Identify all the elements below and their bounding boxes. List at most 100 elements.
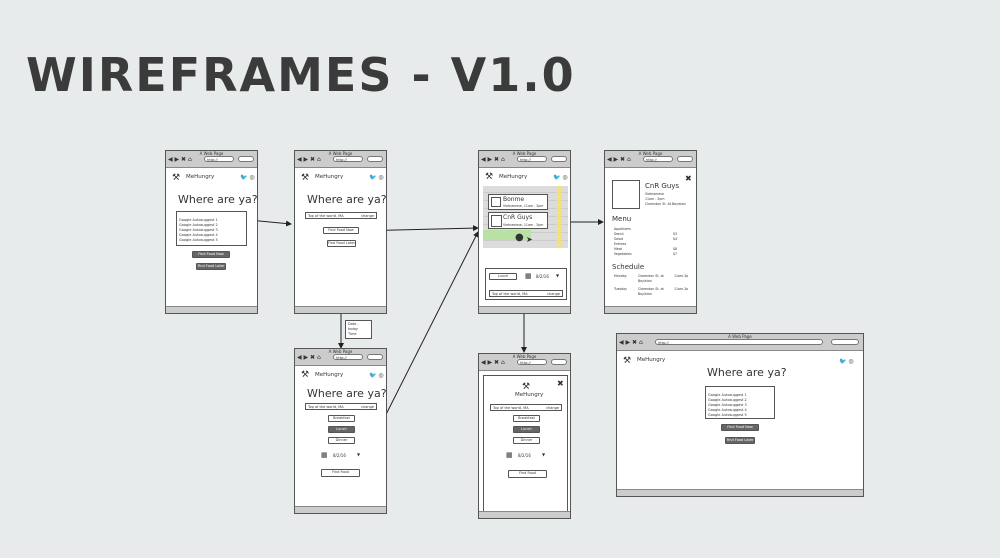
url-field[interactable]: http://: [655, 339, 823, 345]
heading: Where are ya?: [307, 193, 387, 206]
url-field[interactable]: http://: [204, 156, 234, 162]
search-pill[interactable]: [677, 156, 693, 162]
url-field[interactable]: http://: [333, 354, 363, 360]
result-image-placeholder: [491, 197, 501, 207]
logo-icon: ⚒: [485, 172, 494, 182]
social-icons[interactable]: 🐦 ◎: [553, 174, 568, 181]
date-value[interactable]: 8/2/16: [333, 453, 346, 458]
lunch-button[interactable]: Lunch: [513, 426, 540, 433]
heading: Where are ya?: [307, 387, 387, 400]
window-title: A Web Page: [328, 349, 353, 354]
status-bar: [479, 306, 570, 313]
search-pill[interactable]: [238, 156, 254, 162]
list-item[interactable]: Google Autosuggest 3: [179, 228, 218, 232]
url-field[interactable]: http://: [333, 156, 363, 162]
list-item[interactable]: Google Autosuggest 2: [708, 398, 747, 402]
calendar-icon[interactable]: ▦: [506, 451, 513, 459]
calendar-icon[interactable]: ▦: [321, 451, 328, 459]
wireframe-meal-select: A Web Page ◀ ▶ ✖ ⌂ http:// ⚒ MeHungry 🐦 …: [294, 348, 387, 514]
nav-icons[interactable]: ◀ ▶ ✖ ⌂: [297, 354, 321, 361]
social-icons[interactable]: 🐦 ◎: [369, 372, 384, 379]
search-pill[interactable]: [831, 339, 859, 345]
lunch-button[interactable]: Lunch: [328, 426, 355, 433]
logo-icon: ⚒: [623, 356, 632, 366]
list-item[interactable]: Google Autosuggest 1: [179, 218, 218, 222]
location-value: Top of the world, MA: [492, 292, 528, 296]
menu-price: $7: [673, 252, 678, 256]
search-pill[interactable]: [551, 156, 567, 162]
location-field[interactable]: Top of the world, MA change: [305, 212, 377, 219]
location-value: Top of the world, MA: [308, 214, 344, 218]
brand-name: MeHungry: [515, 392, 544, 398]
change-link[interactable]: change: [361, 214, 374, 218]
dinner-button[interactable]: Dinner: [513, 437, 540, 444]
window-title: A Web Page: [328, 151, 353, 156]
search-pill[interactable]: [367, 354, 383, 360]
find-food-later-button[interactable]: Find Food Later: [725, 437, 755, 444]
close-icon[interactable]: ✖: [557, 379, 564, 388]
nav-icons[interactable]: ◀ ▶ ✖ ⌂: [297, 156, 321, 163]
dinner-button[interactable]: Dinner: [328, 437, 355, 444]
chevron-down-icon[interactable]: ▼: [542, 452, 546, 457]
nav-icons[interactable]: ◀ ▶ ✖ ⌂: [481, 156, 505, 163]
list-item[interactable]: Google Autosuggest 5: [708, 413, 747, 417]
nav-icons[interactable]: ◀ ▶ ✖ ⌂: [607, 156, 631, 163]
lunch-button[interactable]: Lunch: [489, 273, 517, 280]
url-field[interactable]: http://: [517, 359, 547, 365]
list-item[interactable]: Google Autosuggest 1: [708, 393, 747, 397]
wireframe-landing: A Web Page ◀ ▶ ✖ ⌂ http:// ⚒ MeHungry 🐦 …: [165, 150, 258, 314]
location-field[interactable]: Top of the world, MA change: [305, 403, 377, 410]
list-item[interactable]: Google Autosuggest 4: [179, 233, 218, 237]
map-result-card[interactable]: Bonme Vietnamese, 11am - 3pm: [488, 194, 548, 210]
nav-icons[interactable]: ◀ ▶ ✖ ⌂: [619, 339, 643, 346]
map-result-card[interactable]: CnR Guys Vietnamese, 11am - 3pm: [488, 212, 548, 229]
list-item[interactable]: Google Autosuggest 3: [708, 403, 747, 407]
map-pin-icon[interactable]: ●: [515, 232, 524, 243]
date-value[interactable]: 8/2/16: [518, 453, 531, 458]
social-icons[interactable]: 🐦 ◎: [240, 174, 255, 181]
nav-icons[interactable]: ◀ ▶ ✖ ⌂: [168, 156, 192, 163]
social-icons[interactable]: 🐦 ◎: [839, 358, 854, 365]
list-item[interactable]: Google Autosuggest 2: [179, 223, 218, 227]
menu-heading: Menu: [612, 215, 632, 223]
calendar-icon[interactable]: ▦: [525, 272, 532, 280]
tooltip-line: Time: [348, 332, 357, 336]
change-link[interactable]: change: [361, 405, 374, 409]
map-park: [483, 230, 531, 240]
change-link[interactable]: change: [546, 406, 559, 410]
modal-panel: ✖ ⚒ MeHungry Top of the world, MA change…: [483, 375, 568, 513]
breakfast-button[interactable]: Breakfast: [513, 415, 540, 422]
chevron-down-icon[interactable]: ▼: [556, 273, 560, 278]
social-icons[interactable]: 🐦 ◎: [369, 174, 384, 181]
breakfast-button[interactable]: Breakfast: [328, 415, 355, 422]
search-pill[interactable]: [551, 359, 567, 365]
chevron-down-icon[interactable]: ▼: [357, 452, 361, 457]
heading: Where are ya?: [178, 193, 258, 206]
location-field[interactable]: Top of the world, MA change: [489, 290, 563, 297]
search-pill[interactable]: [367, 156, 383, 162]
find-food-later-button[interactable]: Find Food Later: [196, 263, 226, 270]
find-food-button[interactable]: Find Food: [321, 469, 360, 477]
find-food-now-button[interactable]: Find Food Now: [721, 424, 759, 431]
list-item[interactable]: Google Autosuggest 4: [708, 408, 747, 412]
schedule-time: 11am-3p: [674, 274, 689, 278]
change-link[interactable]: change: [547, 292, 560, 296]
find-food-now-button[interactable]: Find Food Now: [323, 227, 359, 234]
window-title: A Web Page: [199, 151, 224, 156]
find-food-now-button[interactable]: Find Food Now: [192, 251, 230, 258]
url-field[interactable]: http://: [643, 156, 673, 162]
list-item[interactable]: Google Autosuggest 5: [179, 238, 218, 242]
url-field[interactable]: http://: [517, 156, 547, 162]
location-value: Top of the world, MA: [308, 405, 344, 409]
location-field[interactable]: Top of the world, MA change: [490, 404, 562, 411]
autosuggest-list[interactable]: Google Autosuggest 1 Google Autosuggest …: [705, 386, 775, 419]
nav-icons[interactable]: ◀ ▶ ✖ ⌂: [481, 359, 505, 366]
menu-item: Entrees: [614, 242, 627, 246]
menu-item: Appetizers: [614, 227, 631, 231]
date-value[interactable]: 8/2/16: [536, 274, 549, 279]
close-icon[interactable]: ✖: [685, 174, 692, 183]
find-food-later-button[interactable]: Find Food Later: [327, 240, 356, 247]
tooltip-line: Date - today: [348, 322, 359, 331]
find-food-button[interactable]: Find Food: [508, 470, 547, 478]
autosuggest-list[interactable]: Google Autosuggest 1 Google Autosuggest …: [176, 211, 247, 246]
